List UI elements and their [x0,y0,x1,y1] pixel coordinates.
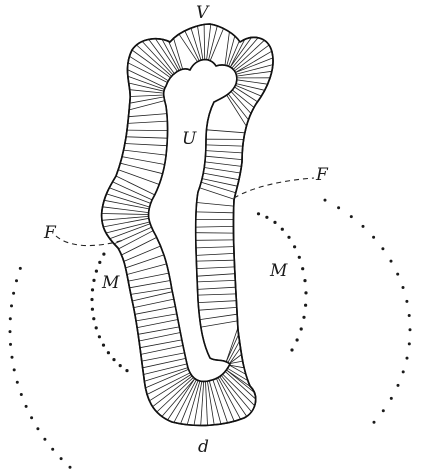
dot [16,381,19,384]
dot [273,221,276,224]
dot [125,369,128,372]
dot [382,409,385,412]
dot [409,328,412,331]
dot [396,273,399,276]
dot [51,448,54,451]
dot [304,304,307,307]
dot [13,368,16,371]
dot [60,457,63,460]
label-u: U [182,129,197,149]
dot [405,300,408,303]
dot [324,199,327,202]
dot [19,267,22,270]
dot [20,393,23,396]
dot [281,228,284,231]
dot [10,304,13,307]
dot [406,357,409,360]
dot [92,279,95,282]
dot [300,327,303,330]
dot [296,338,299,341]
dot [15,279,18,282]
label-d: d [198,437,209,457]
dot [91,308,94,311]
dot [107,351,110,354]
label-m-right: M [269,261,288,281]
dot [43,438,46,441]
dot [9,343,12,346]
dot [373,421,376,424]
leader-line-right-f [234,178,314,198]
dot [9,317,12,320]
dot [304,291,307,294]
dot [69,466,72,469]
dot [98,261,101,264]
dot [402,286,405,289]
dot [390,260,393,263]
label-f-left: F [43,223,57,243]
label-m-left: M [101,273,120,293]
dot [9,330,12,333]
dot [36,427,39,430]
dot [390,397,393,400]
dot [112,358,115,361]
dot [98,335,101,338]
dot [257,212,260,215]
dot [303,279,306,282]
dot [11,356,14,359]
dot [95,270,98,273]
label-f-right: F [315,165,329,185]
dot [381,247,384,250]
dot [350,215,353,218]
dot [408,314,411,317]
dot [90,298,93,301]
dot [102,344,105,347]
label-v: V [196,3,210,23]
dot [25,405,28,408]
dot [12,292,15,295]
dot [290,348,293,351]
dot [362,225,365,228]
dot [372,236,375,239]
dot [92,317,95,320]
cell-line [127,130,168,131]
dot [402,370,405,373]
dot [102,253,105,256]
dot [30,416,33,419]
dot [91,288,94,291]
dot [337,206,340,209]
dot [408,342,411,345]
dot [301,267,304,270]
dot [95,326,98,329]
dot [265,216,268,219]
dot [293,245,296,248]
dot [298,256,301,259]
dot [119,364,122,367]
dot [302,316,305,319]
dot [397,384,400,387]
dot [287,236,290,239]
